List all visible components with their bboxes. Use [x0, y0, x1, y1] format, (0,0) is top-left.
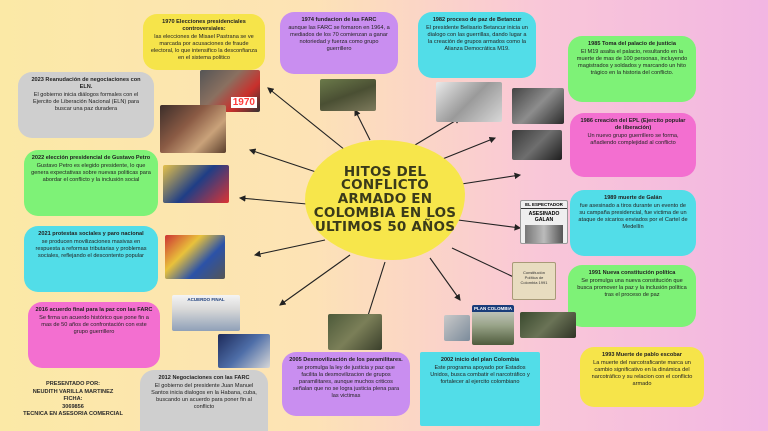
- card-1985: 1985 Toma del palacio de justicia El M19…: [568, 36, 696, 102]
- program-name: TECNICA EN ASESORIA COMERCIAL: [23, 411, 123, 418]
- card-title: 2023 Reanudación de negociaciones con EL…: [31, 77, 141, 90]
- photo-1989: EL ESPECTADOR ASESINADO GALAN: [520, 200, 568, 244]
- photo-1993: [520, 312, 576, 338]
- card-1970: 1970 Elecciones presidenciales controver…: [143, 14, 265, 70]
- card-title: 1985 Toma del palacio de justicia: [588, 41, 676, 47]
- card-body: El presidente Belisario Betancur inicia …: [426, 24, 528, 52]
- card-2022: 2022 elección presidencial de Gustavo Pe…: [24, 150, 158, 216]
- card-body: las elecciones de Misael Pastrana se ve …: [150, 33, 258, 61]
- card-title: 1970 Elecciones presidenciales controver…: [162, 19, 246, 32]
- card-title: 2022 elección presidencial de Gustavo Pe…: [31, 155, 151, 161]
- card-body: Se promulga una nueva constitución que b…: [577, 277, 687, 298]
- photo-2023: [160, 105, 226, 153]
- card-body: Se firma un acuerdo histórico que pone f…: [39, 314, 149, 335]
- card-2012: 2012 Negociaciones con las FARC El gobie…: [140, 370, 268, 431]
- card-body: Un nuevo grupo guerrillero se forma, aña…: [587, 132, 679, 146]
- ficha-label: FICHA:: [63, 396, 83, 403]
- acuerdo-banner: ACUERDO FINAL: [187, 297, 225, 302]
- card-1993: 1993 Muerte de pablo escobar La muerte d…: [580, 347, 704, 407]
- card-title: 2016 acuerdo final para la paz con las F…: [35, 307, 153, 313]
- central-title: HITOS DEL CONFLICTO ARMADO EN COLOMBIA E…: [305, 140, 465, 260]
- card-title: 2005 Desmovilización de los paramilitare…: [289, 357, 403, 363]
- card-2005: 2005 Desmovilización de los paramilitare…: [282, 352, 410, 416]
- card-1989: 1989 muerte de Galán fue asesinado a tir…: [570, 190, 696, 256]
- card-title: 1986 creación del EPL (Ejercito popular …: [580, 118, 686, 131]
- card-title: 1993 Muerte de pablo escobar: [602, 352, 682, 358]
- card-body: Gustavo Petro es elegido presidente, lo …: [31, 162, 151, 183]
- presenter-info: PRESENTADO POR: NEUDITH VARILLA MARTINEZ…: [8, 381, 138, 419]
- photo-1985a: [512, 88, 564, 124]
- card-1982: 1982 proceso de paz de Betancur El presi…: [418, 12, 536, 78]
- photo-2012: [218, 334, 270, 368]
- photo-1982: [436, 82, 502, 122]
- card-1986: 1986 creación del EPL (Ejercito popular …: [570, 113, 696, 177]
- card-2016: 2016 acuerdo final para la paz con las F…: [28, 302, 160, 368]
- card-body: Este programa apoyado por Estados Unidos…: [430, 364, 530, 385]
- card-2021: 2021 protestas sociales y paro nacional …: [24, 226, 158, 292]
- card-title: 1991 Nueva constitución política: [588, 270, 676, 276]
- card-body: La muerte del narcotraficante marca un c…: [591, 359, 693, 387]
- newspaper-header: EL ESPECTADOR: [521, 201, 567, 209]
- presenter-label: PRESENTADO POR:: [46, 381, 100, 387]
- photo-2021: [165, 235, 225, 279]
- card-body: El gobierno inicia diálogos formales con…: [32, 91, 140, 112]
- card-body: El gobierno del presidente Juan Manuel S…: [151, 382, 257, 410]
- ficha-number: 3069856: [62, 403, 84, 410]
- card-title: 1982 proceso de paz de Betancur: [432, 17, 522, 23]
- card-body: se producen movilizaciones masivas en re…: [35, 238, 147, 259]
- card-title: 1989 muerte de Galán: [604, 195, 662, 201]
- card-2023: 2023 Reanudación de negociaciones con EL…: [18, 72, 154, 138]
- card-title: 2002 inicio del plan Colombia: [440, 357, 520, 363]
- photo-2002: PLAN COLOMBIA: [472, 305, 514, 345]
- presenter-name: NEUDITH VARILLA MARTINEZ: [32, 388, 114, 395]
- photo-1991: Constitución Política de Colombia 1991: [512, 262, 556, 300]
- card-body: aunque las FARC se fomaron en 1964, a me…: [288, 24, 390, 52]
- photo-1985b: [512, 130, 562, 160]
- photo-2022: [163, 165, 229, 203]
- card-body: El M19 asalta el palacio, resultando en …: [576, 48, 688, 76]
- card-body: se promulga la ley de justicia y paz que…: [292, 364, 400, 399]
- central-title-text: HITOS DEL CONFLICTO ARMADO EN COLOMBIA E…: [313, 163, 457, 235]
- photo-2016: ACUERDO FINAL: [172, 295, 240, 331]
- card-body: fue asesinado a tiros durante un evento …: [578, 202, 688, 230]
- card-1991: 1991 Nueva constitución política Se prom…: [568, 265, 696, 327]
- card-2002: 2002 inicio del plan Colombia Este progr…: [420, 352, 540, 426]
- card-1974: 1974 fundacion de las FARC aunque las FA…: [280, 12, 398, 74]
- newspaper-headline: ASESINADO GALAN: [528, 211, 560, 223]
- photo-2005: [328, 314, 382, 350]
- plan-colombia-banner: PLAN COLOMBIA: [472, 305, 514, 312]
- photo-1970-label: 1970: [230, 97, 257, 108]
- photo-2002b: [444, 315, 470, 341]
- card-title: 2012 Negociaciones con las FARC: [158, 375, 250, 381]
- card-title: 1974 fundacion de las FARC: [301, 17, 377, 23]
- constitution-doc-text: Constitución Política de Colombia 1991: [520, 270, 548, 285]
- photo-1974: [320, 79, 376, 111]
- card-title: 2021 protestas sociales y paro nacional: [38, 231, 144, 237]
